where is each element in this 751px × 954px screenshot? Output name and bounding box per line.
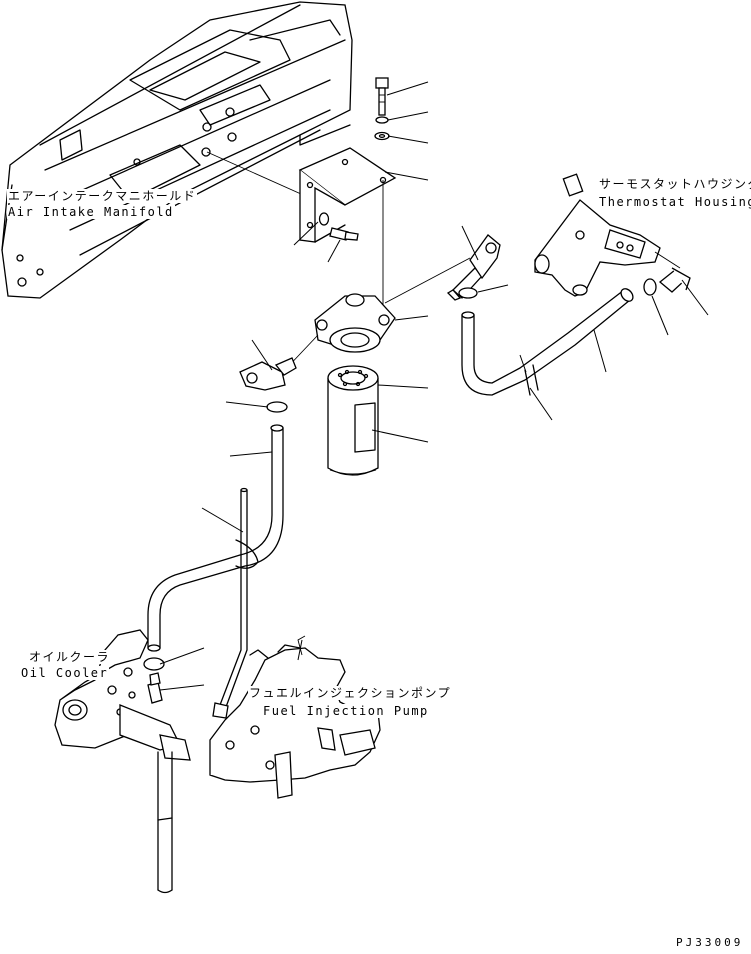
- oil-cooler: [54, 629, 191, 761]
- hose-right: [461, 288, 634, 396]
- air-intake-manifold-label-jp: エアーインテークマニホールド: [7, 189, 198, 203]
- air-intake-manifold-label-en: Air Intake Manifold: [7, 205, 175, 219]
- fuel-injection-pump-label-en: Fuel Injection Pump: [262, 704, 430, 718]
- spring-washer: [375, 116, 389, 124]
- hose-left: [147, 424, 284, 652]
- oil-cooler-label-en: Oil Cooler: [20, 666, 110, 680]
- hose-clamp-thermostat: [643, 278, 657, 296]
- hose-clamp-upper: [458, 287, 478, 299]
- air-intake-manifold: [1, 1, 353, 299]
- hose-clamp-oil-cooler: [143, 657, 165, 671]
- elbow-fitting-lower: [239, 357, 297, 391]
- washer-lower: [318, 212, 330, 226]
- leader-lines: [159, 81, 709, 691]
- oil-cooler-fitting: [147, 672, 163, 704]
- filter-head: [282, 257, 471, 373]
- drain-pipe: [157, 751, 173, 894]
- thermostat-housing-label-en: Thermostat Housing: [598, 195, 751, 209]
- fuel-injection-pump-label-jp: フュエルインジェクションポンプ: [248, 686, 453, 700]
- filter-cartridge: [327, 365, 379, 476]
- thermostat-housing-label-jp: サーモスタットハウジング: [598, 177, 751, 191]
- mounting-bracket: [298, 147, 397, 305]
- bolt-lower: [329, 227, 359, 241]
- elbow-fitting-thermostat: [658, 267, 691, 293]
- hose-clamp-left: [266, 401, 288, 413]
- oil-cooler-label-jp: オイルクーラ: [28, 650, 112, 664]
- fuel-tube: [212, 487, 248, 719]
- thermostat-housing: [534, 173, 681, 297]
- bolt-top: [375, 77, 389, 116]
- drawing-code: PJ33009: [676, 936, 744, 949]
